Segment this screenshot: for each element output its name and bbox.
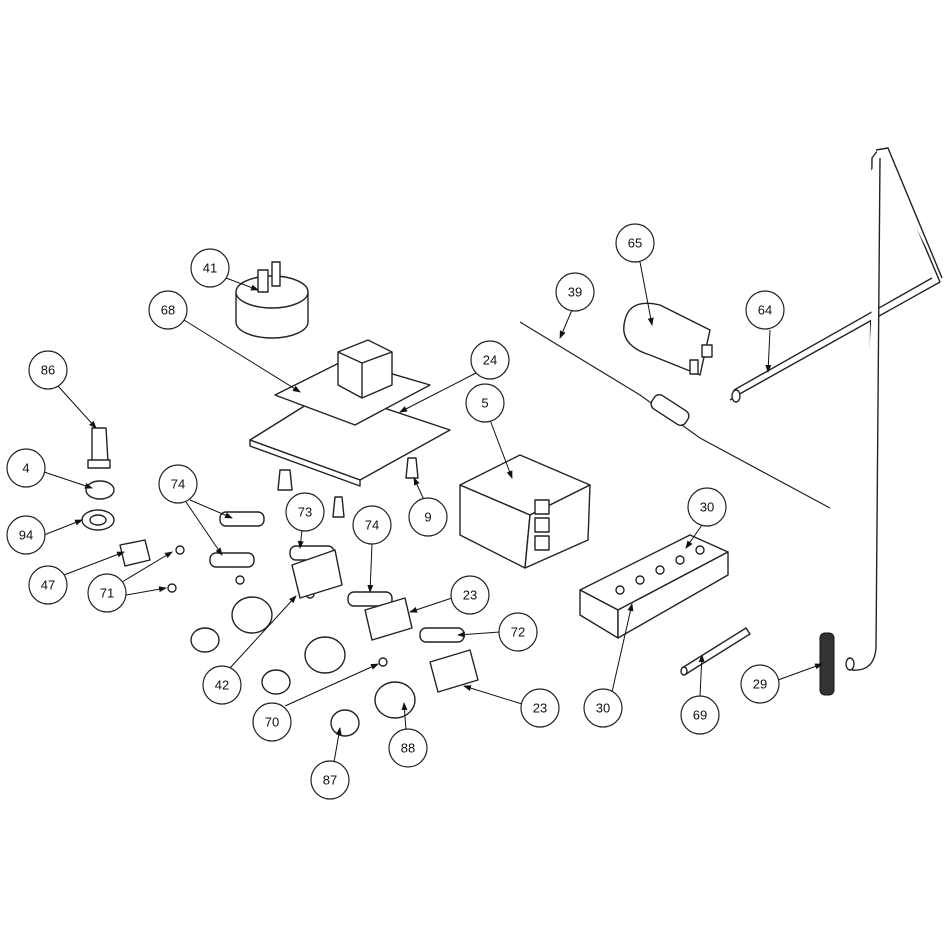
pin — [680, 627, 751, 676]
callout-72: 72 — [498, 612, 538, 652]
callout-64: 64 — [745, 290, 785, 330]
svg-text:65: 65 — [628, 236, 642, 251]
callout-87: 87 — [310, 760, 350, 800]
svg-text:88: 88 — [401, 741, 415, 756]
svg-text:64: 64 — [758, 303, 772, 318]
callout-39: 39 — [555, 272, 595, 312]
callout-71: 71 — [87, 573, 127, 613]
callout-30-top: 30 — [687, 487, 727, 527]
callout-23-bottom: 23 — [520, 688, 560, 728]
svg-text:70: 70 — [265, 715, 279, 730]
svg-text:4: 4 — [22, 461, 29, 476]
svg-text:39: 39 — [568, 285, 582, 300]
wire-sensor — [519, 321, 831, 509]
leader-lines — [43, 261, 823, 763]
contactor — [459, 454, 591, 569]
control-boards — [249, 339, 451, 518]
svg-text:71: 71 — [100, 586, 114, 601]
svg-text:69: 69 — [693, 708, 707, 723]
callout-70: 70 — [252, 702, 292, 742]
callout-30-bottom: 30 — [583, 688, 623, 728]
svg-text:30: 30 — [700, 500, 714, 515]
svg-text:86: 86 — [41, 363, 55, 378]
terminal-block — [579, 534, 729, 639]
svg-text:24: 24 — [483, 353, 497, 368]
callout-24: 24 — [470, 340, 510, 380]
svg-text:87: 87 — [323, 773, 337, 788]
small-parts-left — [81, 427, 185, 593]
callout-23-top: 23 — [450, 575, 490, 615]
svg-text:47: 47 — [41, 578, 55, 593]
svg-text:9: 9 — [424, 510, 431, 525]
knobs-and-switches — [190, 511, 479, 737]
callout-69: 69 — [680, 695, 720, 735]
svg-text:30: 30 — [596, 701, 610, 716]
callout-73: 73 — [285, 492, 325, 532]
svg-text:29: 29 — [753, 677, 767, 692]
callout-74-right: 74 — [352, 505, 392, 545]
callout-47: 47 — [28, 565, 68, 605]
rod-frame — [729, 147, 943, 671]
svg-text:5: 5 — [481, 396, 488, 411]
svg-text:41: 41 — [203, 261, 217, 276]
callout-86: 86 — [28, 350, 68, 390]
callout-88: 88 — [388, 728, 428, 768]
svg-text:73: 73 — [298, 505, 312, 520]
svg-text:74: 74 — [365, 518, 379, 533]
callout-74-left: 74 — [158, 464, 198, 504]
svg-text:72: 72 — [511, 625, 525, 640]
callout-5: 5 — [465, 383, 505, 423]
svg-text:23: 23 — [533, 701, 547, 716]
spring — [819, 632, 835, 696]
svg-text:74: 74 — [171, 477, 185, 492]
svg-text:42: 42 — [215, 678, 229, 693]
callout-9: 9 — [408, 497, 448, 537]
callout-29: 29 — [740, 664, 780, 704]
svg-text:94: 94 — [19, 528, 33, 543]
callout-41: 41 — [190, 248, 230, 288]
callout-94: 94 — [6, 515, 46, 555]
callout-42: 42 — [202, 665, 242, 705]
capacitor — [623, 302, 713, 376]
svg-text:23: 23 — [463, 588, 477, 603]
svg-text:68: 68 — [161, 303, 175, 318]
timer-motor — [235, 261, 309, 339]
callout-4: 4 — [6, 448, 46, 488]
callout-65: 65 — [615, 223, 655, 263]
callout-68: 68 — [148, 290, 188, 330]
